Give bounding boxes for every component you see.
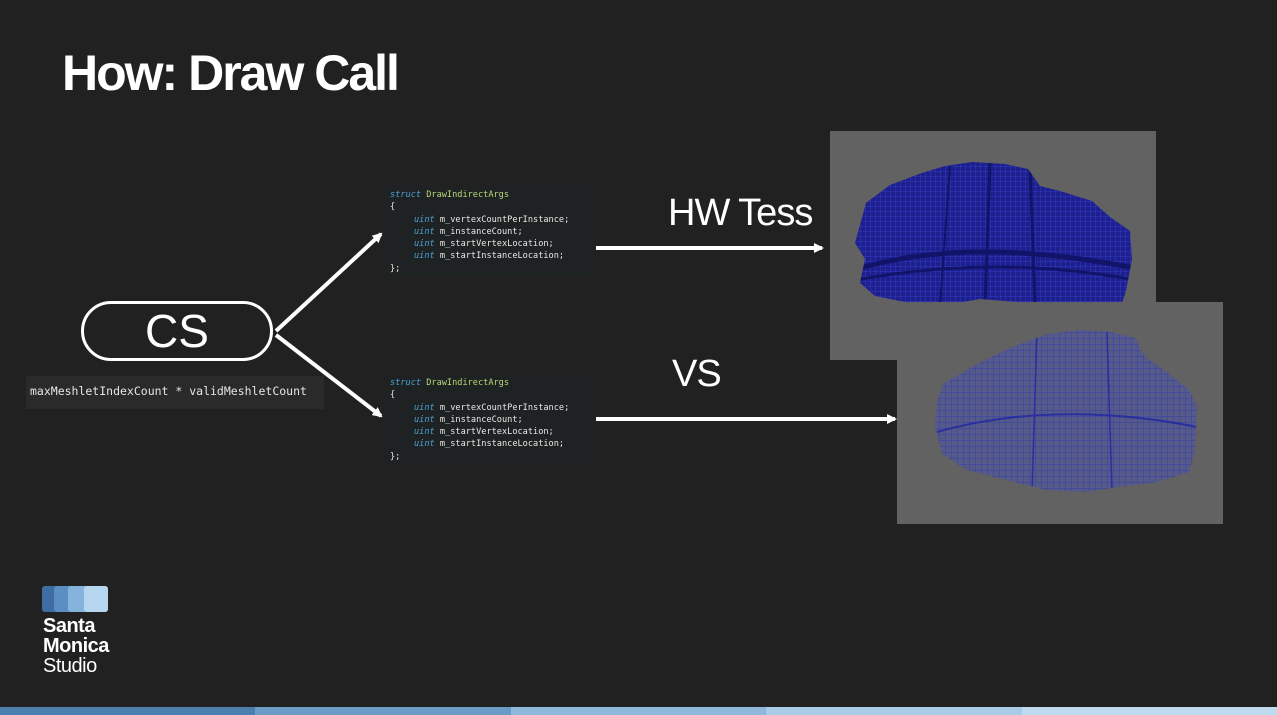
- code-keyword: struct: [390, 190, 422, 200]
- logo-line-2: Monica: [43, 635, 109, 657]
- cs-node: CS: [81, 301, 273, 361]
- code-field: m_instanceCount;: [439, 414, 523, 425]
- logo-line-3: Studio: [43, 655, 97, 677]
- code-keyword: struct: [390, 378, 422, 388]
- code-close-brace: };: [390, 451, 401, 462]
- vs-label: VS: [672, 353, 722, 395]
- code-field: m_startInstanceLocation;: [439, 251, 565, 262]
- code-field: m_instanceCount;: [439, 226, 523, 237]
- footer-color-bar: [0, 707, 1277, 715]
- arrow-cs-to-vs-code: [274, 333, 383, 418]
- code-field: m_startInstanceLocation;: [439, 439, 565, 450]
- mesh-wireframe-image: [855, 162, 1132, 306]
- code-field-type: uint: [414, 439, 435, 450]
- arrow-cs-to-hw-code: [274, 232, 383, 333]
- code-field: m_startVertexLocation;: [439, 239, 554, 250]
- code-field: m_vertexCountPerInstance;: [439, 402, 570, 413]
- santa-monica-studio-logo: Santa Monica Studio: [42, 586, 142, 686]
- vs-mesh-render: [897, 302, 1223, 524]
- footer-segment: [510, 707, 767, 715]
- cs-label: CS: [145, 305, 209, 357]
- hw-tess-mesh-render: [830, 131, 1156, 360]
- logo-line-1: Santa: [43, 615, 95, 637]
- code-typename: DrawIndirectArgs: [426, 190, 510, 200]
- code-field-type: uint: [414, 427, 435, 438]
- hw-tess-label: HW Tess: [668, 192, 813, 234]
- code-close-brace: };: [390, 263, 401, 274]
- code-field-type: uint: [414, 214, 435, 225]
- code-field: m_startVertexLocation;: [439, 427, 554, 438]
- code-field-type: uint: [414, 226, 435, 237]
- code-field-type: uint: [414, 402, 435, 413]
- footer-segment: [766, 707, 1022, 715]
- draw-indirect-args-code-bottom: struct DrawIndirectArgs { uint m_vertexC…: [386, 374, 596, 464]
- code-field-type: uint: [414, 414, 435, 425]
- code-typename: DrawIndirectArgs: [426, 378, 510, 388]
- code-field-type: uint: [414, 239, 435, 250]
- slide-title: How: Draw Call: [62, 45, 400, 101]
- code-open-brace: {: [390, 202, 396, 213]
- footer-segment: [255, 707, 511, 715]
- draw-indirect-args-code-top: struct DrawIndirectArgs { uint m_vertexC…: [386, 186, 596, 276]
- code-field: m_vertexCountPerInstance;: [439, 214, 570, 225]
- footer-segment: [0, 707, 256, 715]
- logo-text: Santa Monica Studio: [43, 616, 109, 676]
- mesh-wireframe-image: [935, 330, 1197, 492]
- code-open-brace: {: [390, 390, 396, 401]
- logo-mark-icon: [42, 586, 108, 612]
- footer-segment: [1021, 707, 1277, 715]
- code-field-type: uint: [414, 251, 435, 262]
- cs-code-snippet: maxMeshletIndexCount * validMeshletCount: [26, 376, 324, 409]
